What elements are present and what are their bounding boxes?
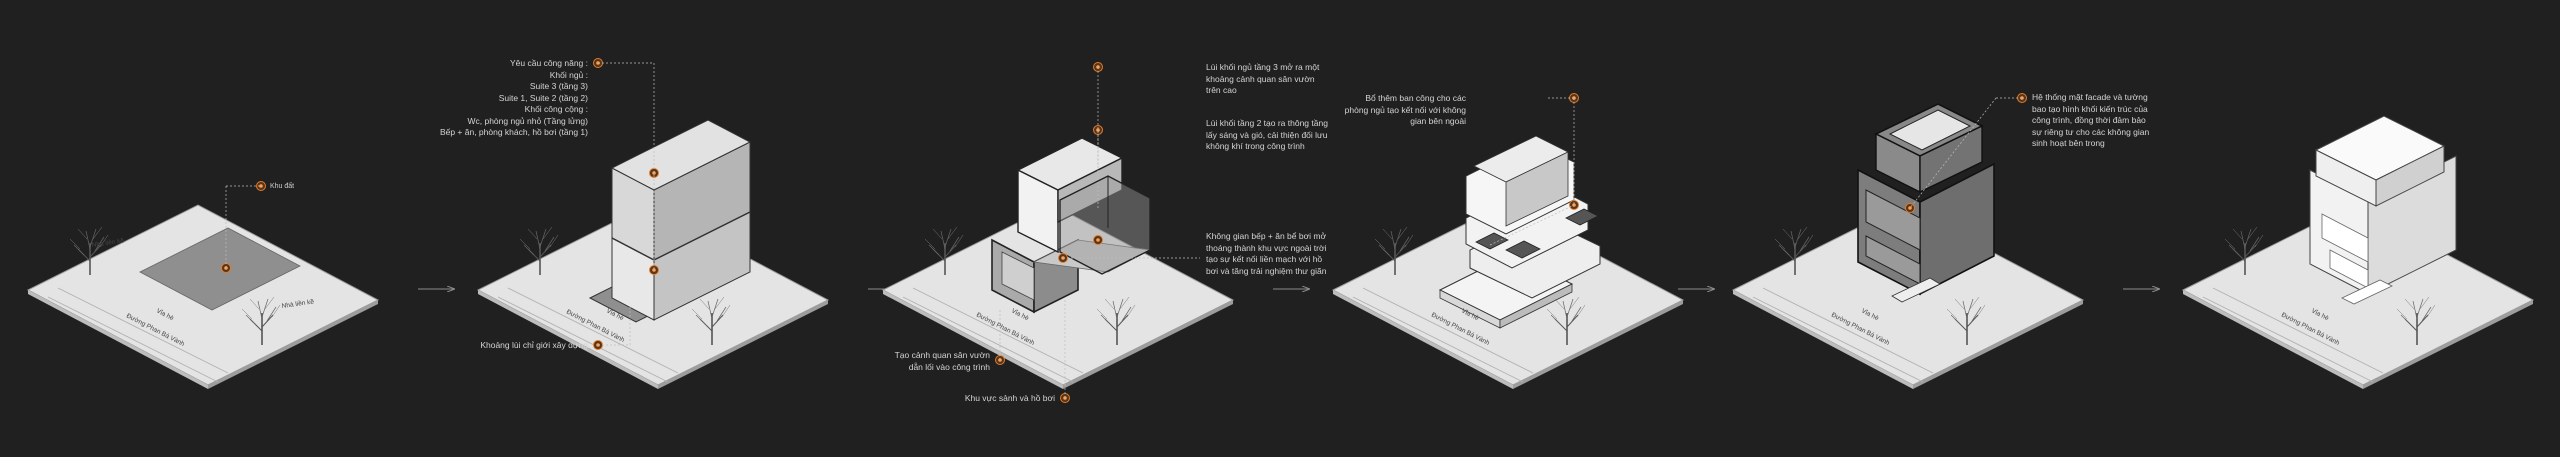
p2-setback-note: Khoảng lùi chỉ giới xây dựng: [480, 340, 588, 350]
plot-area: [139, 227, 301, 311]
p2-req-line: Suite 3 (tầng 3): [529, 81, 588, 91]
p3-note-right: Không gian bếp + ăn bể bơi mở thoáng thà…: [1206, 231, 1327, 276]
p1-plot-callout: Khu đất: [270, 183, 295, 190]
p2-req-line: Suite 1, Suite 2 (tầng 2): [498, 92, 588, 103]
p2-req-line: Khối công cộng :: [524, 104, 588, 114]
panel-5-facade: [1731, 93, 2085, 389]
panel-2-program-mass: [476, 58, 830, 389]
p2-req-line: Wc, phòng ngủ nhỏ (Tầng lửng): [467, 115, 588, 126]
p3-note-landscape: Tạo cảnh quan sân vườn dẫn lối vào công …: [894, 350, 990, 372]
p2-req-line: Yêu cầu công năng :: [510, 58, 588, 68]
p5-note: Hệ thống mặt facade và tường bao tạo hìn…: [2032, 92, 2150, 148]
panel-4-balconies: [1331, 93, 1685, 389]
panel-3-setbacks: [881, 62, 1235, 403]
panel-1-site: [26, 181, 380, 389]
p3-note-top: Lùi khối ngủ tầng 3 mở ra một khoảng cản…: [1206, 62, 1320, 95]
p2-requirements: Yêu cầu công năng : Khối ngủ : Suite 3 (…: [420, 58, 588, 139]
p2-req-line: Khối ngủ :: [549, 69, 588, 80]
panel-6-final-massing: [2181, 115, 2535, 389]
p3-note-mid: Lùi khối tầng 2 tạo ra thông tầng lấy sá…: [1206, 118, 1328, 151]
p2-req-line: Bếp + ăn, phòng khách, hồ bơi (tầng 1): [439, 127, 588, 137]
p4-note: Bổ thêm ban công cho các phòng ngủ tạo k…: [1344, 93, 1466, 126]
p3-note-lobby: Khu vực sảnh và hồ bơi: [964, 393, 1055, 403]
